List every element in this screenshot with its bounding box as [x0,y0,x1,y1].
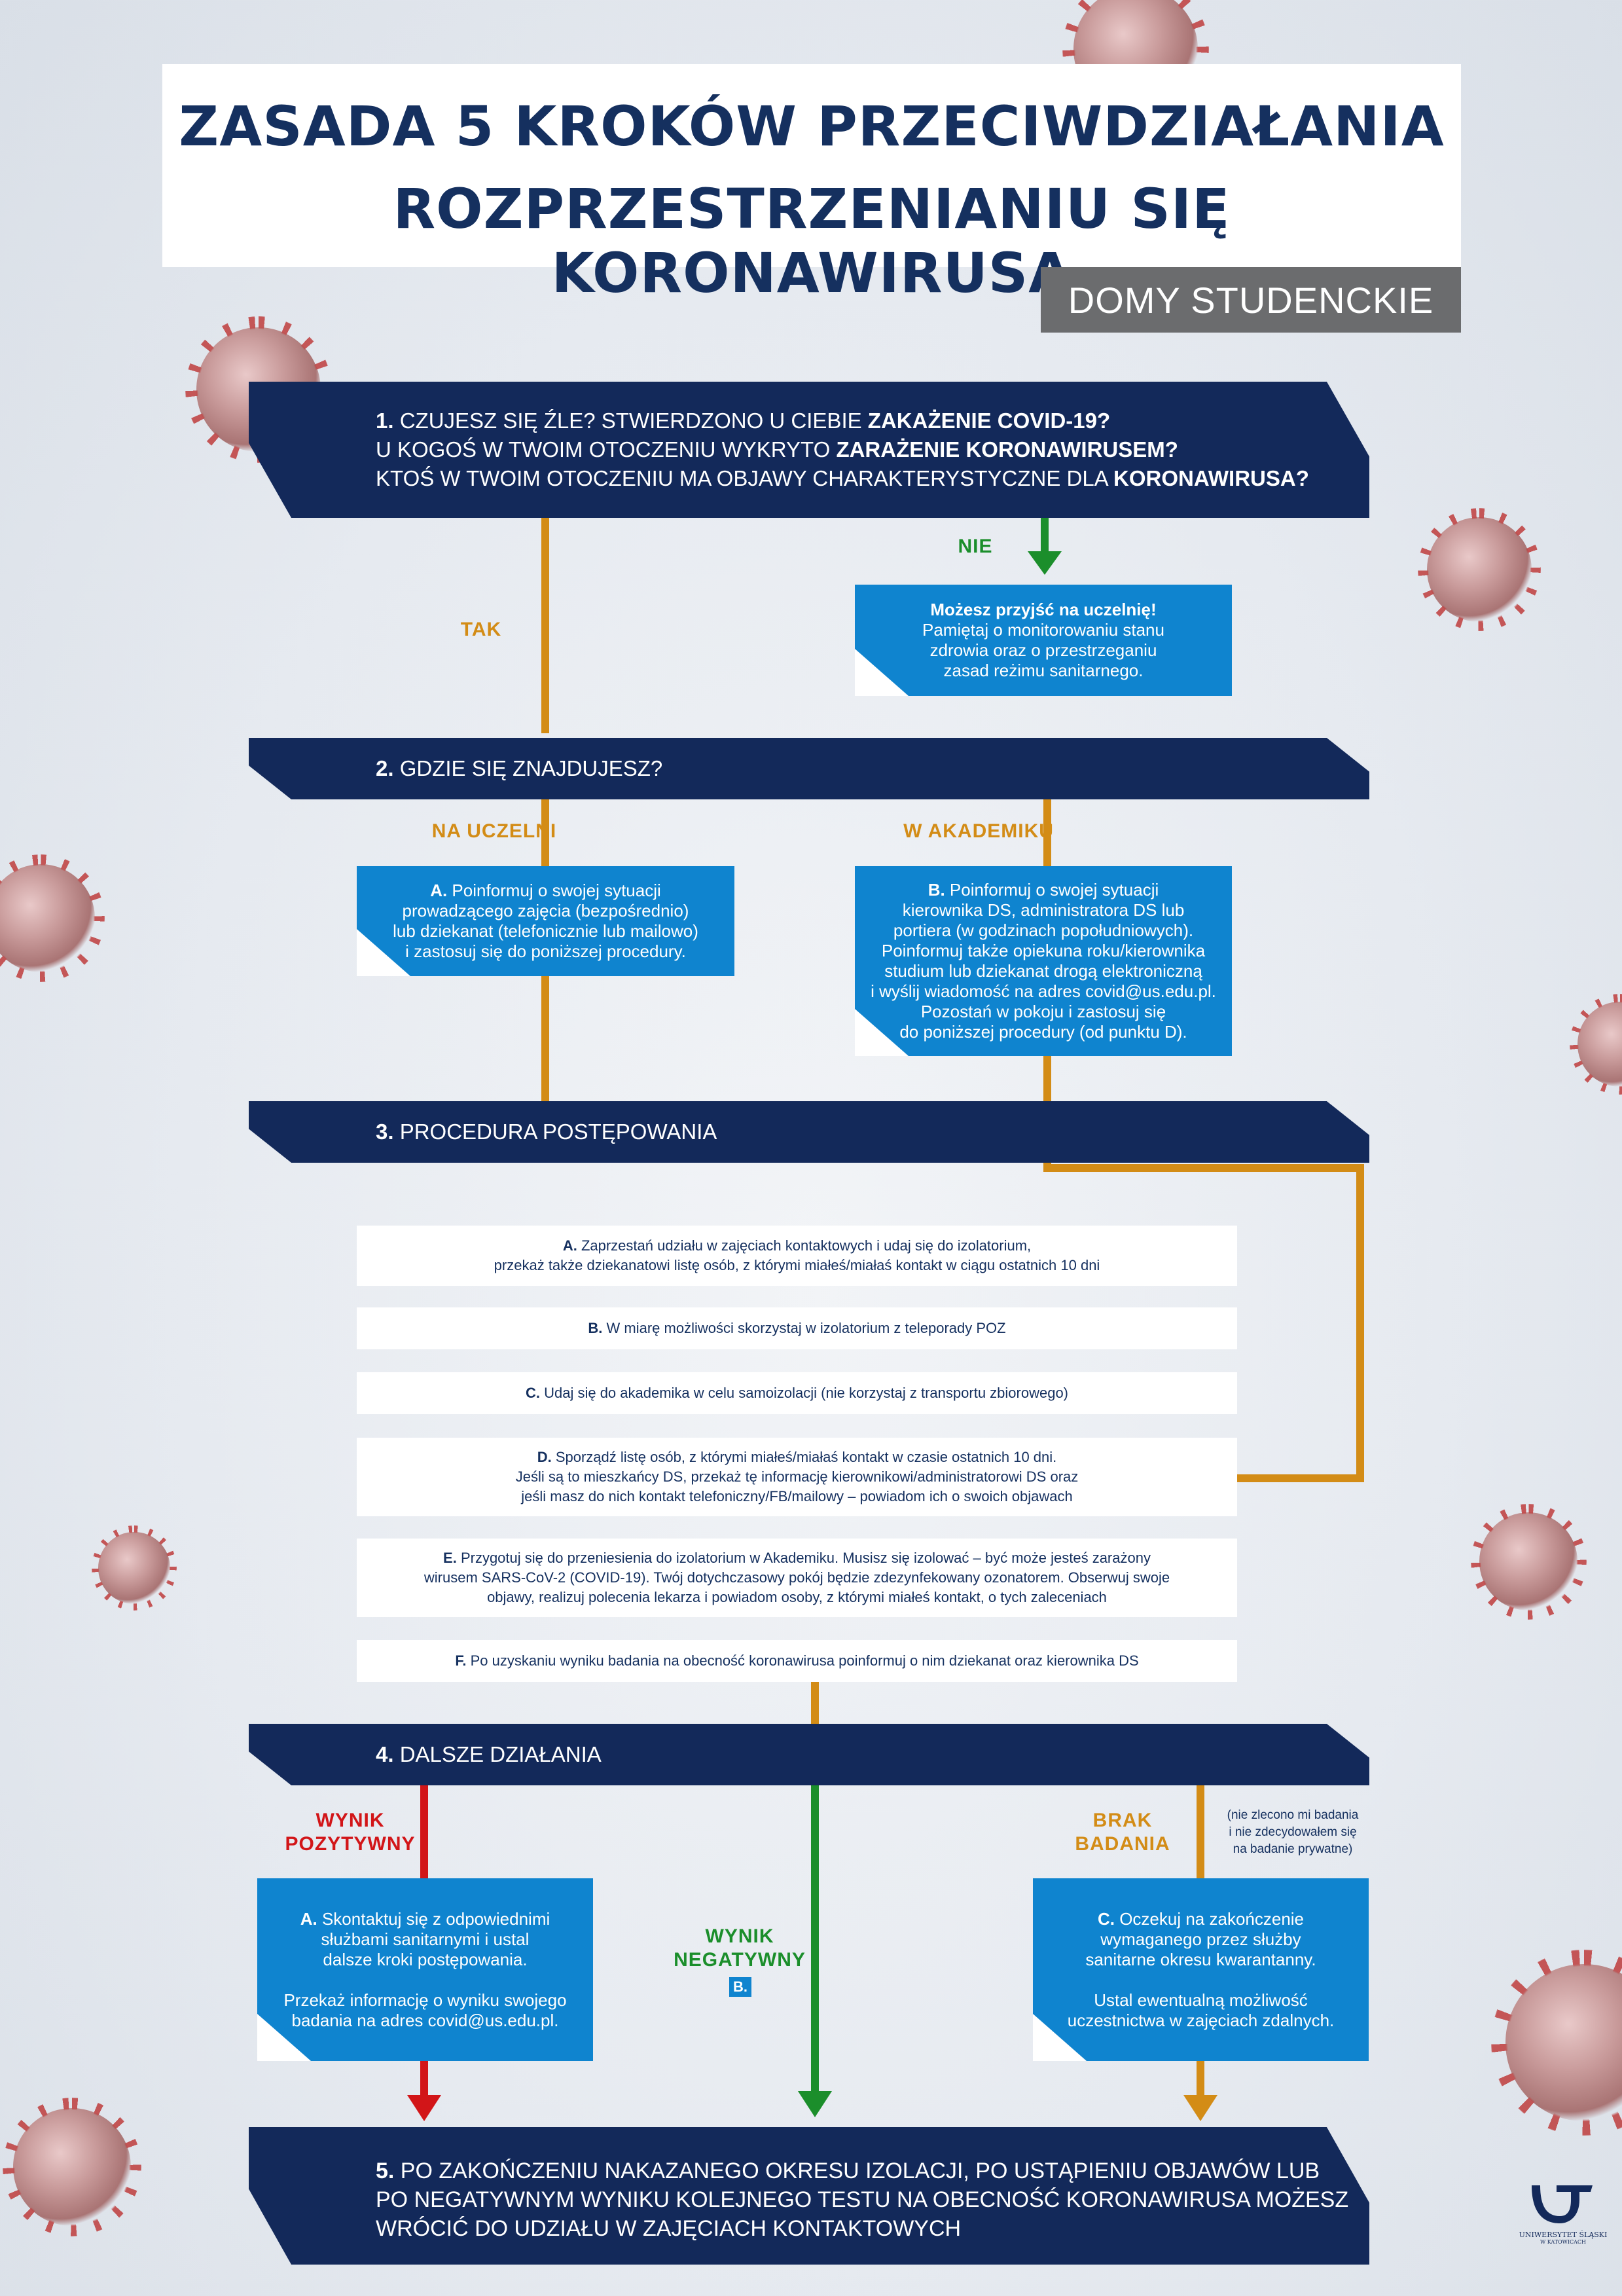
virus-illustration [13,2108,131,2226]
university-logo: UNIWERSYTET ŚLĄSKI W KATOWICACH [1517,2180,1609,2265]
arrow-down-icon [407,2095,441,2121]
flow-line-right [1043,795,1051,867]
virus-illustration [1479,1512,1577,1611]
subtitle-badge: DOMY STUDENCKIE [1041,267,1461,333]
procedure-step-f: F. Po uzyskaniu wyniku badania na obecno… [357,1640,1237,1682]
university-logo-icon [1532,2185,1593,2223]
step4-banner: 4. DALSZE DZIAŁANIA [249,1724,1369,1785]
logo-text-line-1: UNIWERSYTET ŚLĄSKI [1519,2231,1608,2239]
arrow-down-icon [1028,551,1062,575]
flow-line-left [541,974,549,1105]
procedure-step-a: A. Zaprzestań udziału w zajęciach kontak… [357,1226,1237,1286]
title-box: ZASADA 5 KROKÓW PRZECIWDZIAŁANIA ROZPRZE… [162,64,1461,305]
flow-line-negative [811,1782,819,2096]
title-line-1: ZASADA 5 KROKÓW PRZECIWDZIAŁANIA [179,94,1445,158]
flow-line-loop [1356,1164,1364,1482]
negative-badge: B. [729,1977,751,1997]
arrow-down-icon [798,2091,832,2117]
label-negative-result: WYNIK NEGATYWNY [674,1925,806,1971]
info-box-a-university: A. Poinformuj o swojej sytuacji prowadzą… [357,866,734,976]
label-yes: TAK [460,619,502,640]
label-no: NIE [958,536,993,557]
step1-line-3: KTOŚ W TWOIM OTOCZENIU MA OBJAWY CHARAKT… [376,466,1309,490]
flow-line-loop [1043,1164,1364,1172]
step5-banner: 5. PO ZAKOŃCZENIU NAKAZANEGO OKRESU IZOL… [249,2127,1369,2265]
label-at-university: NA UCZELNI [431,820,557,842]
no-test-note: (nie zlecono mi badania i nie zdecydował… [1227,1808,1359,1856]
flow-line-none [1197,1782,1204,1880]
procedure-step-d: D. Sporządź listę osób, z którymi miałeś… [357,1438,1237,1516]
step3-banner: 3. PROCEDURA POSTĘPOWANIA [249,1101,1369,1163]
logo-text-line-2: W KATOWICACH [1540,2239,1587,2245]
procedure-step-b: B. W miarę możliwości skorzystaj w izola… [357,1307,1237,1349]
info-box-c-no-test: C. Oczekuj na zakończenie wymaganego prz… [1033,1878,1369,2061]
procedure-step-e: E. Przygotuj się do przeniesienia do izo… [357,1539,1237,1617]
step1-line-1: 1. CZUJESZ SIĘ ŹLE? STWIERDZONO U CIEBIE… [376,409,1111,433]
info-box-b-dormitory: B. Poinformuj o swojej sytuacji kierowni… [855,866,1232,1056]
virus-illustration [1505,1964,1622,2121]
title-line-2: ROZPRZESTRZENIANIU SIĘ KORONAWIRUSA [393,177,1231,305]
virus-illustration [1427,517,1532,622]
flow-line-no [1041,517,1049,556]
label-at-dormitory: W AKADEMIKU [903,820,1054,842]
label-no-test: BRAK BADANIA [1075,1810,1170,1855]
flow-line-down [811,1679,819,1725]
flow-line-positive [420,1782,428,1880]
label-positive-result: WYNIK POZYTYWNY [285,1810,416,1855]
virus-illustration [0,864,95,972]
flow-line-left [541,795,549,867]
step1-line-2: U KOGOŚ W TWOIM OTOCZENIU WYKRYTO ZARAŻE… [376,437,1178,462]
flow-line-none [1197,2061,1204,2100]
flow-line-yes [541,511,549,733]
flow-line-positive [420,2061,428,2100]
step2-banner: 2. GDZIE SIĘ ZNAJDUJESZ? [249,738,1369,799]
info-box-no: Możesz przyjść na uczelnię! Pamiętaj o m… [855,585,1232,696]
arrow-down-icon [1183,2095,1217,2121]
info-box-a-positive: A. Skontaktuj się z odpowiednimi służbam… [257,1878,593,2061]
step1-banner: 1. CZUJESZ SIĘ ŹLE? STWIERDZONO U CIEBIE… [249,382,1369,518]
virus-illustration [98,1532,170,1604]
flow-line-loop [1237,1474,1364,1482]
virus-illustration [1577,1002,1622,1087]
procedure-step-c: C. Udaj się do akademika w celu samoizol… [357,1372,1237,1414]
